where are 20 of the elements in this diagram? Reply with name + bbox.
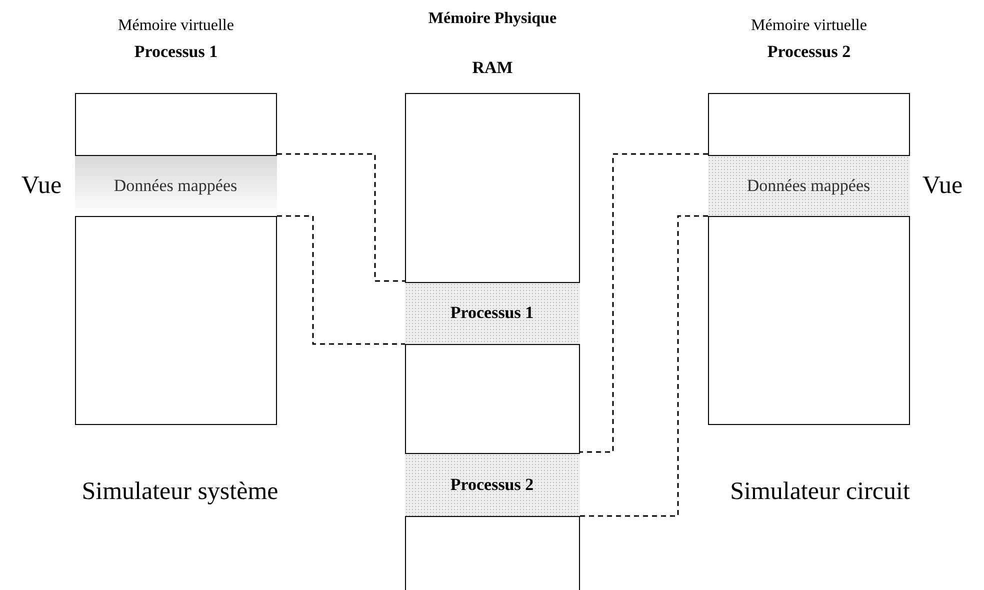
dashed-connector <box>277 215 405 345</box>
column-heading: Mémoire virtuelle <box>117 17 235 35</box>
memory-region <box>404 452 580 516</box>
dashed-connector <box>580 153 708 453</box>
memory-region <box>404 282 580 344</box>
column-caption: Simulateur circuit <box>729 478 911 506</box>
view-label: Vue <box>20 172 63 200</box>
column-caption: Simulateur système <box>80 478 280 506</box>
region-label: Processus 2 <box>449 474 535 494</box>
dashed-connector <box>277 153 405 282</box>
region-label: Données mappées <box>746 176 872 196</box>
column-heading: Processus 2 <box>766 42 852 62</box>
column-heading: Mémoire Physique <box>427 10 558 28</box>
region-label: Données mappées <box>112 176 238 196</box>
view-label: Vue <box>921 172 964 200</box>
region-label: Processus 1 <box>449 303 535 323</box>
dashed-connector <box>580 215 708 517</box>
column-heading: Mémoire virtuelle <box>750 17 868 35</box>
column-heading: RAM <box>471 58 514 78</box>
column-heading: Processus 1 <box>133 42 219 62</box>
